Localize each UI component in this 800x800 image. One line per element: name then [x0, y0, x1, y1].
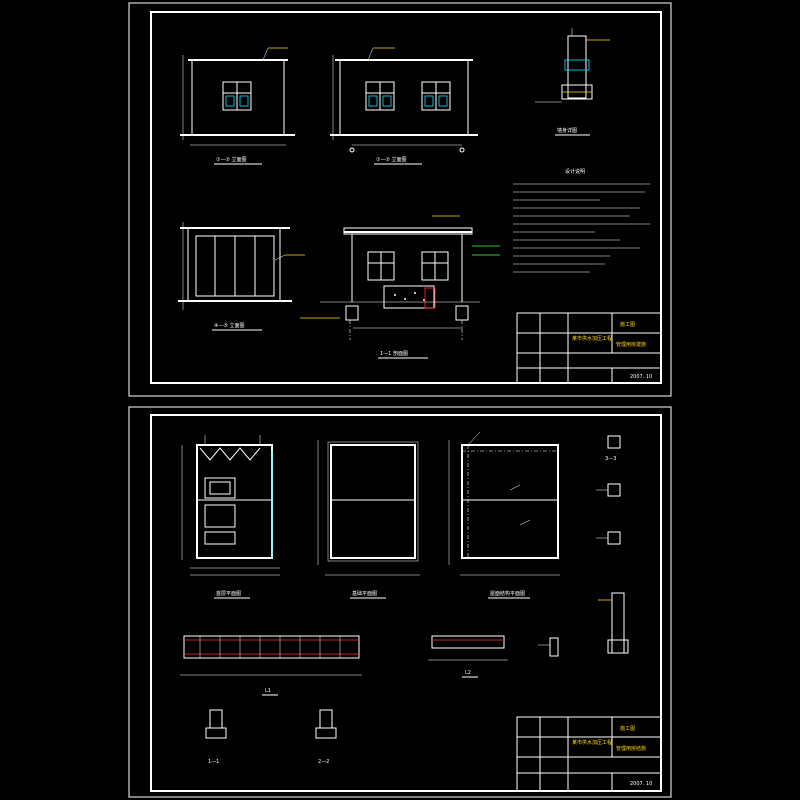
column-details: 3—3 [596, 435, 629, 654]
rear-elevation: ①—② 立面图 [330, 47, 478, 165]
foundation-plan: 基础平面图 [317, 440, 420, 599]
side-elevation: ④—⑤ 立面图 [178, 222, 305, 331]
beam-l2-detail: L2 [428, 635, 559, 678]
sheet-1: ①—② 立面图 ①—② 立面图 [128, 2, 672, 397]
wall-detail-title: 墙身详图 [557, 127, 577, 134]
beam-l1-detail: L1 [180, 635, 362, 696]
section-3-3-label: 3—3 [605, 456, 616, 462]
title-block-1-drawing: 管理用房建施 [616, 341, 646, 348]
floor-plan: 首层平面图 [181, 435, 280, 599]
roof-plan-title: 屋面结构平面图 [490, 590, 525, 597]
title-block-2-drawing: 管理用房结施 [616, 745, 646, 752]
sheet-2: 首层平面图 基础平面图 屋面结构平面图 [128, 406, 672, 798]
side-elevation-title: ④—⑤ 立面图 [214, 322, 245, 329]
title-block-1: 某市供水加压工程 施工图 管理用房建施 2007. 10 [516, 312, 662, 384]
front-elevation-title: ①—② 立面图 [216, 156, 247, 163]
title-block-2-project: 某市供水加压工程 [572, 739, 612, 746]
title-block-1-stage: 施工图 [620, 321, 635, 328]
title-block-1-date: 2007. 10 [630, 374, 652, 380]
title-block-1-project: 某市供水加压工程 [572, 335, 612, 342]
floor-plan-title: 首层平面图 [216, 590, 241, 597]
sheet-1-outer-border [128, 2, 672, 397]
sheet-2-inner-border [150, 414, 662, 792]
sheet-1-inner-border [150, 11, 662, 384]
rear-elevation-title: ①—② 立面图 [376, 156, 407, 163]
section-details: 1—1 2—2 [205, 709, 337, 765]
roof-structure-plan: 屋面结构平面图 [448, 431, 560, 599]
front-elevation: ①—② 立面图 [180, 47, 295, 165]
design-notes-title: 设计说明 [565, 168, 585, 175]
section-1-1: 1—1 剖面图 [300, 215, 500, 359]
title-block-2: 某市供水加压工程 施工图 管理用房结施 2007. 10 [516, 716, 662, 792]
section-1-1-label: 1—1 [208, 759, 219, 765]
beam-l2-title: L2 [465, 670, 471, 676]
beam-l1-title: L1 [265, 688, 271, 694]
section-2-2-label: 2—2 [318, 759, 329, 765]
section-1-1-title: 1—1 剖面图 [380, 350, 408, 357]
foundation-plan-title: 基础平面图 [352, 590, 377, 597]
title-block-2-stage: 施工图 [620, 725, 635, 732]
sheet-2-outer-border [128, 406, 672, 798]
title-block-2-date: 2007. 10 [630, 781, 652, 787]
wall-detail: 墙身详图 [535, 28, 610, 136]
design-notes: 设计说明 [513, 168, 650, 273]
